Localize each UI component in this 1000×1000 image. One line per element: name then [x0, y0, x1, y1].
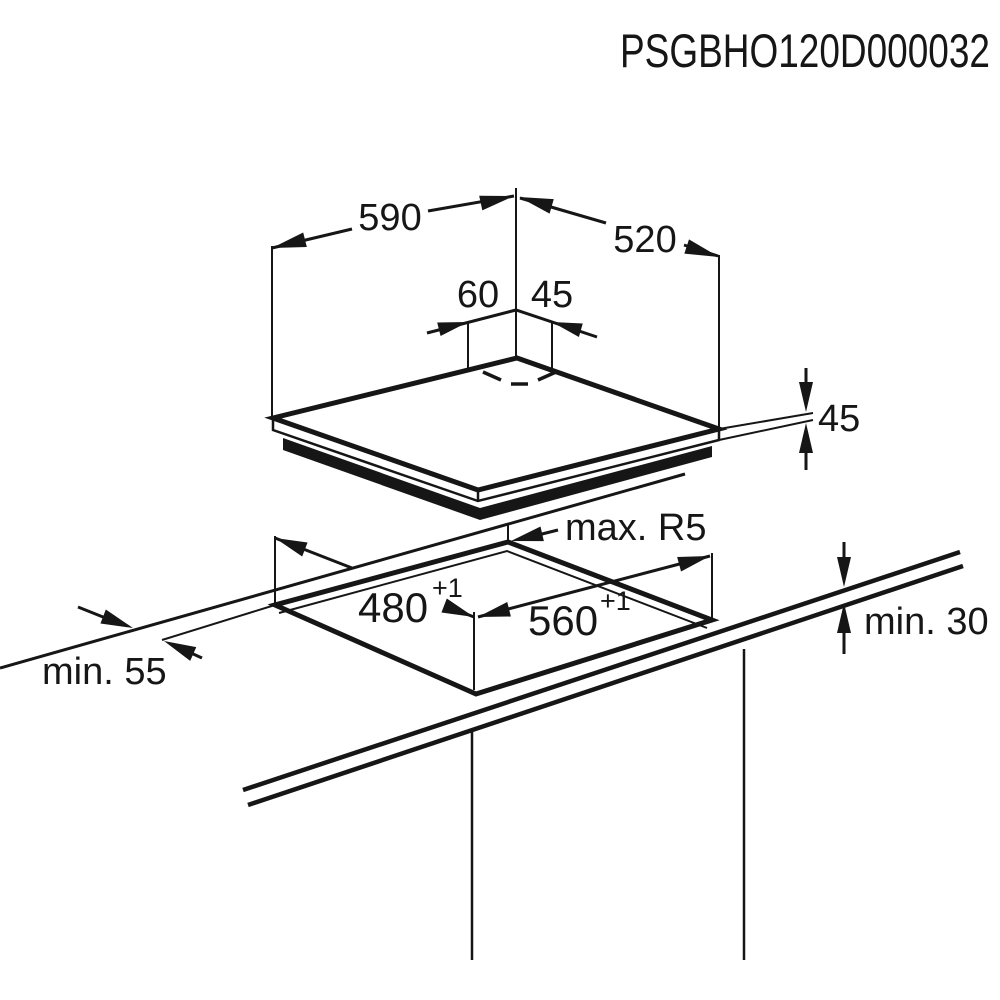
arrowhead — [684, 239, 719, 257]
cutout-depth-label: 480 — [358, 584, 428, 631]
arrowhead — [837, 603, 851, 633]
arrowhead — [164, 641, 197, 661]
cabinet-lines — [470, 649, 746, 960]
cutout-inner-rim — [278, 549, 708, 629]
arrowhead — [437, 322, 468, 337]
model-number: PSGBHO120D000032 — [620, 24, 990, 77]
rear-clearance-label: min. 55 — [42, 651, 167, 693]
arrowhead — [479, 195, 514, 211]
arrowhead — [837, 557, 851, 587]
arrowhead — [100, 609, 133, 628]
arrowhead — [511, 526, 544, 542]
hob-glass-edge — [271, 419, 721, 503]
clearance-extension-line — [161, 604, 276, 641]
arrowhead — [799, 423, 813, 453]
hob-depth-label: 520 — [613, 219, 676, 261]
arrowhead — [519, 197, 554, 214]
corner-radius-label: max. R5 — [565, 507, 706, 549]
hob-height-label: 45 — [818, 398, 860, 440]
cutout-opening — [267, 539, 720, 697]
arrowhead — [478, 601, 511, 617]
arrowhead — [272, 232, 307, 248]
hob-width-label: 590 — [358, 197, 421, 239]
worktop-rear-edge — [0, 472, 686, 670]
cutout-isometric-drawing: min. 55 max. R5 480 +1 560 +1 — [0, 472, 989, 960]
arrowhead — [677, 556, 710, 572]
hob-isometric-drawing: 590 520 60 45 45 — [264, 188, 860, 520]
burner-offset-left-label: 60 — [457, 274, 499, 316]
worktop-front-top-line — [242, 549, 961, 793]
arrowhead — [552, 322, 583, 337]
dashed-connection-marks — [482, 370, 557, 386]
arrowhead — [441, 598, 474, 617]
arrowhead — [275, 538, 308, 557]
hob-body-band — [283, 438, 712, 520]
cutout-width-tolerance: +1 — [600, 586, 631, 616]
height-leader-lines — [718, 412, 814, 441]
cutout-depth-tolerance: +1 — [432, 573, 463, 603]
worktop-thickness-label: min. 30 — [864, 601, 989, 643]
burner-offset-right-label: 45 — [531, 274, 573, 316]
cutout-width-label: 560 — [528, 597, 598, 644]
cutout-width-dim-line — [477, 554, 711, 619]
arrowhead — [799, 382, 813, 412]
